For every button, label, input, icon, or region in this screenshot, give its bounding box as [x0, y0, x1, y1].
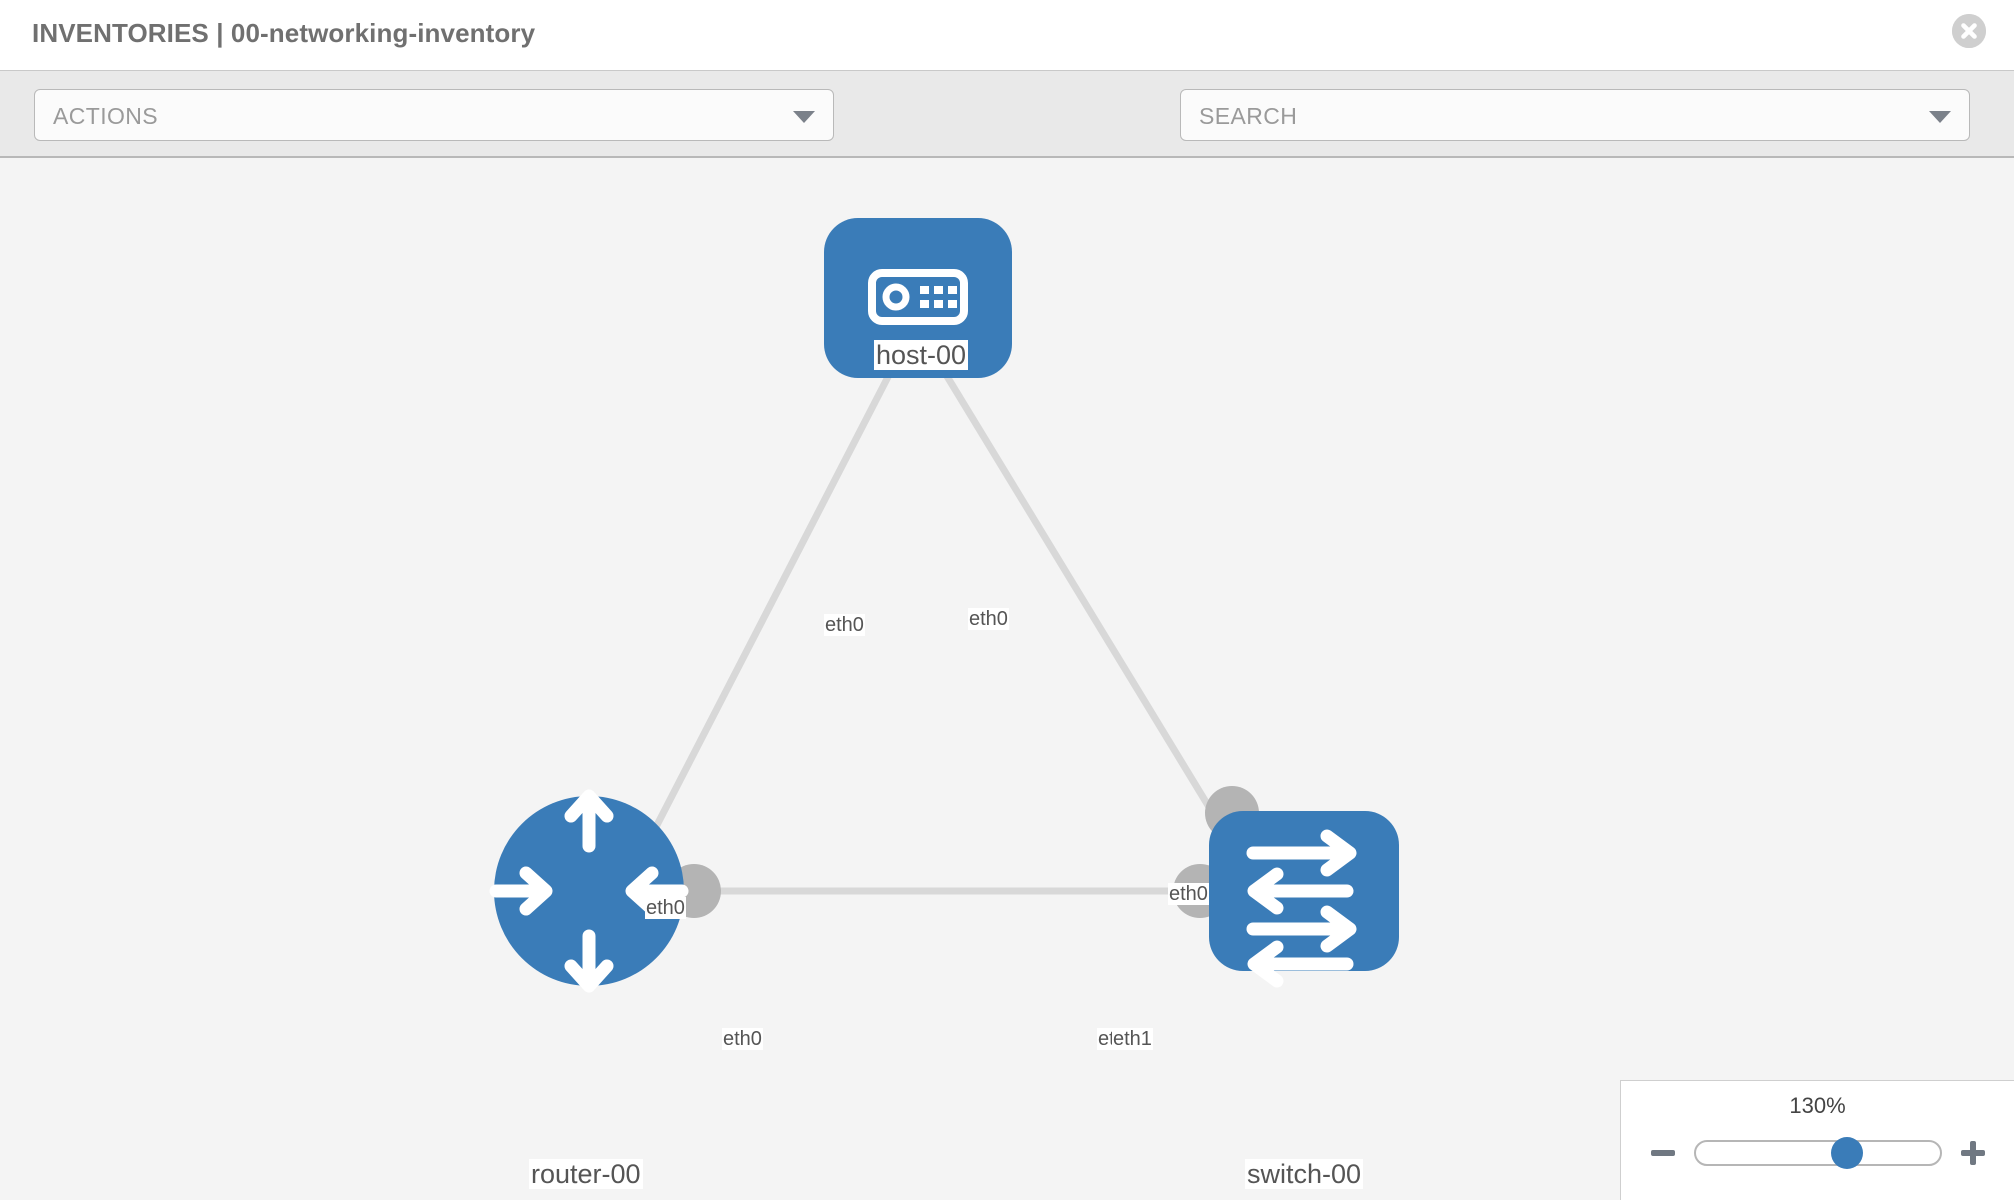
iface-label-host-to-switch: eth0 [968, 608, 1009, 631]
topology-canvas[interactable]: host-00 router-00 switch-00 eth0 eth0 et… [0, 158, 2014, 1200]
page-header: INVENTORIES | 00-networking-inventory [0, 0, 2014, 70]
zoom-slider[interactable] [1693, 1137, 1942, 1169]
interface-dots [667, 321, 1259, 918]
search-input[interactable]: SEARCH [1180, 89, 1970, 141]
topology-graph [489, 218, 1399, 993]
iface-label-router-to-host: eth0 [645, 897, 686, 920]
search-placeholder: SEARCH [1199, 103, 1298, 129]
node-label-router-00: router-00 [529, 1159, 643, 1190]
node-switch-00 [1209, 811, 1399, 988]
zoom-out-button[interactable] [1646, 1136, 1680, 1170]
node-router-00 [489, 789, 689, 993]
edge-host-router [636, 371, 894, 860]
actions-dropdown-label: ACTIONS [53, 103, 159, 129]
plus-icon-vertical [1969, 1141, 1976, 1165]
close-icon[interactable] [1952, 14, 1986, 48]
iface-label-switch-to-host: eth0 [1168, 883, 1209, 906]
zoom-control-row [1621, 1133, 2014, 1173]
chevron-down-icon [793, 111, 815, 123]
zoom-in-button[interactable] [1956, 1136, 1990, 1170]
iface-label-router-to-switch: eth0 [722, 1028, 763, 1051]
page-title: INVENTORIES | 00-networking-inventory [32, 18, 536, 48]
toolbar: ACTIONS SEARCH [0, 70, 2014, 198]
edge-host-switch [942, 371, 1243, 860]
actions-dropdown[interactable]: ACTIONS [34, 89, 834, 141]
node-label-switch-00: switch-00 [1245, 1159, 1364, 1190]
zoom-slider-handle[interactable] [1830, 1137, 1863, 1169]
iface-label-switch-to-router: eth1 [1112, 1028, 1153, 1051]
topology-edges [636, 371, 1243, 895]
zoom-control-panel: 130% [1620, 1080, 2014, 1200]
minus-icon [1650, 1150, 1675, 1156]
node-label-host-00: host-00 [874, 340, 969, 371]
node-host-00 [824, 218, 1012, 378]
chevron-down-icon [1929, 111, 1951, 123]
iface-label-host-to-router: eth0 [824, 614, 865, 637]
zoom-level-value: 130% [1789, 1093, 1846, 1118]
